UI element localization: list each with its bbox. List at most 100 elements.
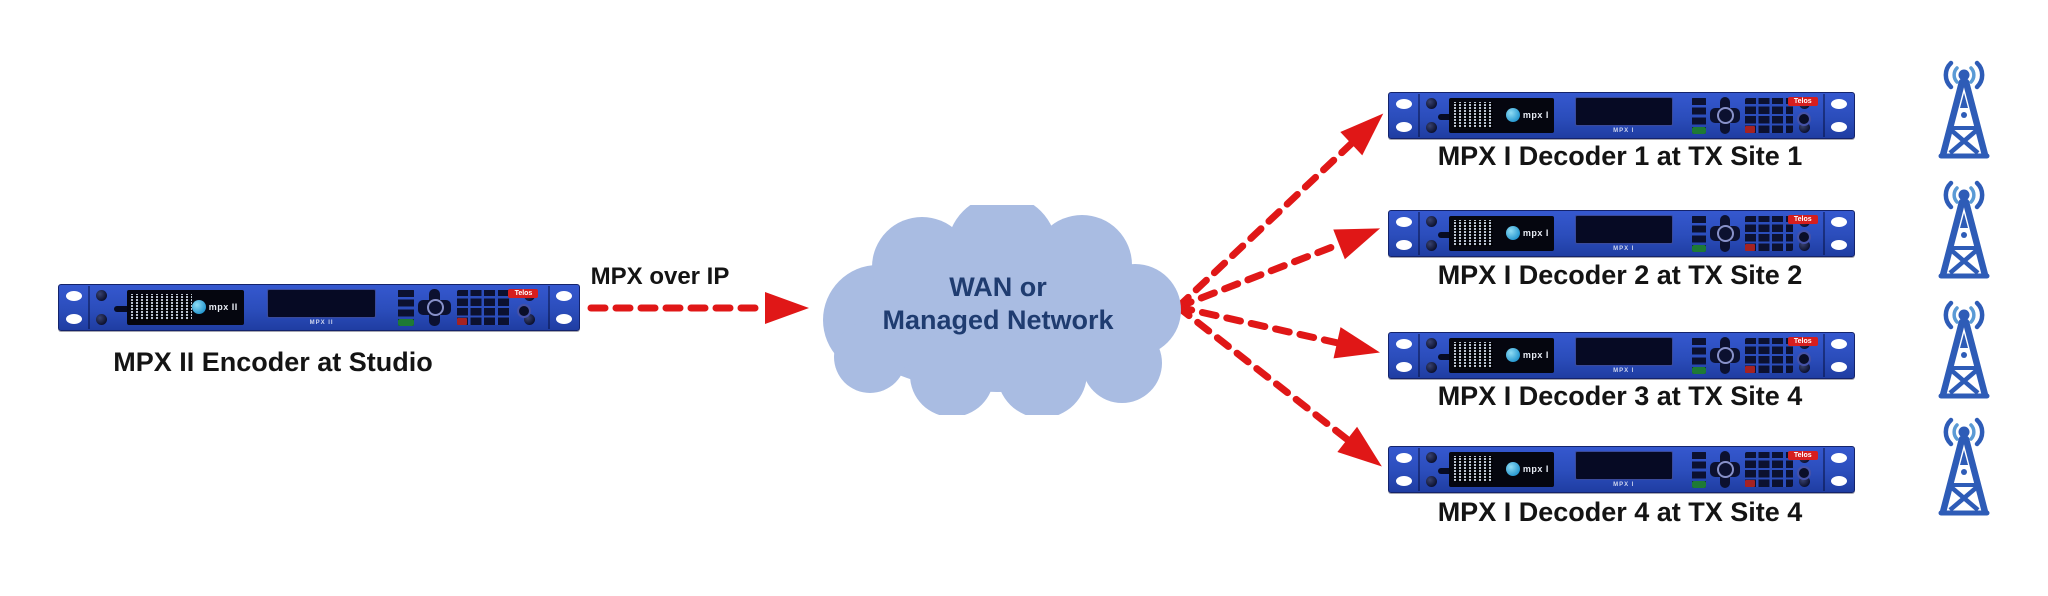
rack-hole-icon	[1396, 453, 1412, 463]
rack-ear-divider	[88, 286, 90, 329]
wan-cloud-label-line2: Managed Network	[882, 305, 1114, 335]
screw-icon	[96, 290, 107, 301]
rack-ear-divider	[1823, 212, 1825, 255]
encoder-caption: MPX II Encoder at Studio	[113, 347, 433, 377]
rack-ear-divider	[1418, 334, 1420, 377]
screw-icon	[1799, 122, 1810, 133]
cloud-to-decoder4-arrow	[1174, 303, 1382, 467]
mpx1-decoder1-device: mpx I MPX I Telos	[1388, 92, 1855, 139]
mpx-logo: mpx I	[1505, 452, 1549, 487]
mpx-logo: mpx II	[191, 290, 238, 325]
brand-logo: Telos	[1787, 450, 1818, 460]
rack-hole-icon	[1396, 339, 1412, 349]
wan-cloud-icon	[823, 205, 1181, 415]
dpad-keys	[1709, 337, 1741, 374]
rack-hole-icon	[556, 291, 572, 301]
rack-hole-icon	[66, 314, 82, 324]
screw-icon	[1426, 240, 1437, 251]
front-panel-display	[1575, 337, 1673, 366]
mpx-logo-text: mpx I	[1522, 110, 1549, 121]
decoder3-caption: MPX I Decoder 3 at TX Site 4	[1437, 381, 1803, 411]
function-keys	[1692, 214, 1706, 253]
rack-ear-divider	[1418, 448, 1420, 491]
rack-hole-icon	[1396, 362, 1412, 372]
led-meter-panel: mpx I	[1449, 97, 1555, 133]
led-meter-bars	[1453, 102, 1494, 129]
mpx-logo: mpx I	[1505, 98, 1549, 133]
front-panel-keypad: Telos	[1692, 450, 1818, 489]
wan-cloud-label: WAN or Managed Network	[848, 271, 1148, 337]
link-label: MPX over IP	[590, 263, 730, 290]
function-keys	[398, 288, 414, 327]
wan-cloud-label-line1: WAN or	[949, 272, 1047, 302]
mpx1-decoder3-device: mpx I MPX I Telos	[1388, 332, 1855, 379]
cloud-to-decoder2-arrow	[1174, 228, 1381, 311]
led-meter-panel: mpx II	[126, 289, 244, 325]
radio-tower-icon	[1932, 300, 1996, 400]
numeric-keypad	[1744, 452, 1793, 487]
screw-icon	[96, 314, 107, 325]
led-meter-panel: mpx I	[1449, 337, 1555, 373]
cloud-to-decoder1-arrow	[1174, 113, 1384, 311]
mpx-logo-icon	[1505, 108, 1520, 123]
rack-hole-icon	[1396, 217, 1412, 227]
numeric-keypad	[1744, 338, 1793, 373]
headphone-knob	[1796, 465, 1811, 480]
rack-hole-icon	[1831, 99, 1847, 109]
brand-logo: Telos	[508, 288, 539, 298]
brand-logo: Telos	[1787, 336, 1818, 346]
rack-hole-icon	[1831, 362, 1847, 372]
screw-icon	[1426, 452, 1437, 463]
screw-icon	[1426, 98, 1437, 109]
led-meter-bars	[131, 294, 193, 321]
ok-button	[1716, 225, 1734, 243]
front-panel-keypad: Telos	[1692, 214, 1818, 253]
front-panel-display	[1575, 97, 1673, 126]
screw-icon	[1799, 476, 1810, 487]
rack-hole-icon	[1831, 339, 1847, 349]
rack-hole-icon	[1831, 476, 1847, 486]
mpx-logo-icon	[1505, 462, 1520, 477]
rack-hole-icon	[1831, 122, 1847, 132]
dpad-keys	[417, 289, 452, 326]
front-panel-display-label: MPX II	[309, 319, 334, 326]
rack-ear-divider	[1823, 448, 1825, 491]
ok-button	[1716, 347, 1734, 365]
led-meter-panel: mpx I	[1449, 451, 1555, 487]
dpad-keys	[1709, 451, 1741, 488]
headphone-knob	[1796, 229, 1811, 244]
ok-button	[1716, 461, 1734, 479]
led-meter-bars	[1453, 342, 1494, 369]
screw-icon	[1426, 338, 1437, 349]
rack-hole-icon	[556, 314, 572, 324]
function-keys	[1692, 96, 1706, 135]
front-panel-display-label: MPX I	[1613, 127, 1635, 134]
front-panel-display	[267, 289, 377, 318]
screw-icon	[524, 314, 535, 325]
numeric-keypad	[1744, 216, 1793, 251]
function-keys	[1692, 450, 1706, 489]
brand-logo: Telos	[1787, 214, 1818, 224]
front-panel-display	[1575, 451, 1673, 480]
decoder4-caption: MPX I Decoder 4 at TX Site 4	[1437, 497, 1803, 527]
dpad-keys	[1709, 97, 1741, 134]
mpx-logo-icon	[1505, 226, 1520, 241]
mpx-logo-text: mpx I	[1522, 228, 1549, 239]
mpx-logo-icon	[191, 300, 206, 315]
mpx-logo-text: mpx I	[1522, 464, 1549, 475]
numeric-keypad	[1744, 98, 1793, 133]
rack-hole-icon	[1396, 240, 1412, 250]
front-panel-keypad: Telos	[398, 288, 539, 327]
radio-tower-icon	[1932, 417, 1996, 517]
headphone-knob	[1796, 351, 1811, 366]
mpx2-encoder-device: mpx II MPX II Telos	[58, 284, 580, 331]
rack-hole-icon	[1396, 476, 1412, 486]
headphone-knob	[517, 303, 532, 318]
screw-icon	[1799, 240, 1810, 251]
screw-icon	[1426, 476, 1437, 487]
mpx1-decoder2-device: mpx I MPX I Telos	[1388, 210, 1855, 257]
decoder1-caption: MPX I Decoder 1 at TX Site 1	[1437, 141, 1803, 171]
rack-ear-divider	[1418, 212, 1420, 255]
